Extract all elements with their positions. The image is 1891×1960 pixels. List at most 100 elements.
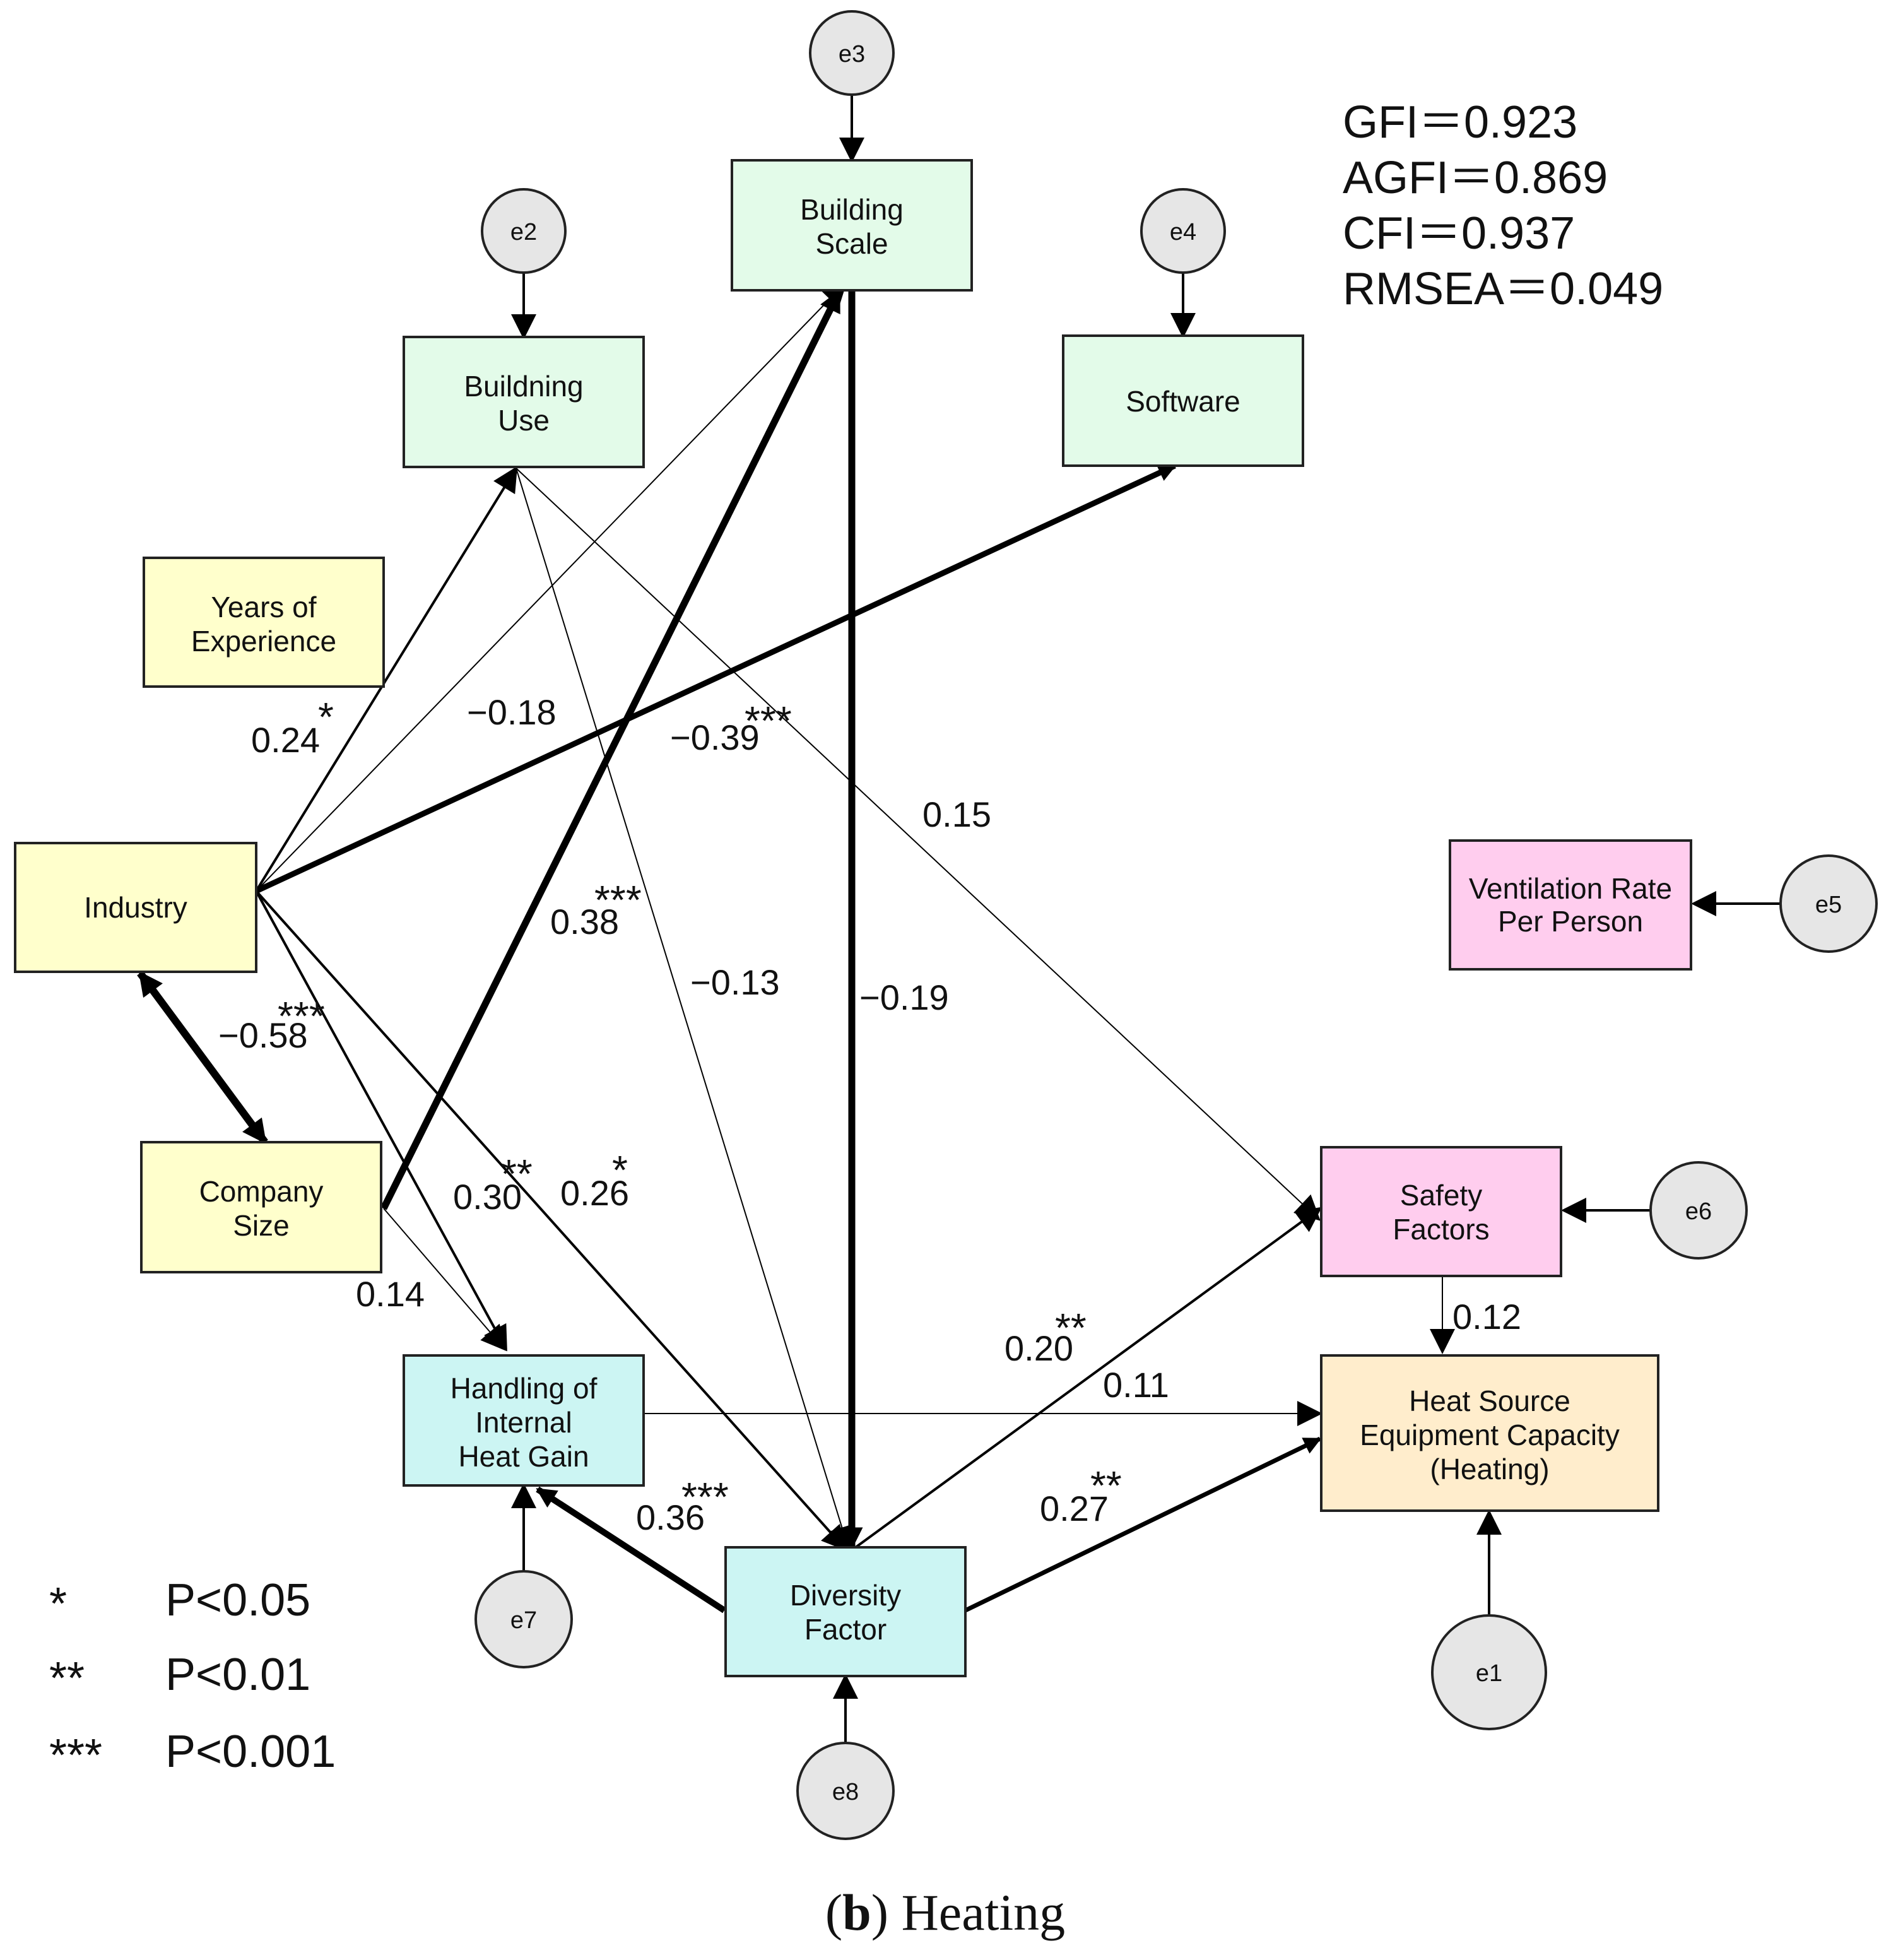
path-diversity-factor-to-heat-source xyxy=(964,1436,1322,1613)
coef-ind-use: 0.24 xyxy=(251,720,320,760)
coef-comp-hand: 0.14 xyxy=(356,1274,425,1314)
svg-text:Company: Company xyxy=(199,1175,324,1208)
stars-ind-hand: ** xyxy=(501,1151,533,1196)
svg-text:Factor: Factor xyxy=(804,1613,887,1646)
fit-gfi: GFI＝0.923 xyxy=(1343,97,1577,148)
path-industry-to-handling-heat-gain xyxy=(255,890,507,1352)
node-safety-factors: Safety Factors xyxy=(1320,1146,1562,1277)
caption-text: Heating xyxy=(902,1884,1066,1941)
coef-scale-div: −0.19 xyxy=(859,977,949,1017)
error-e8: e8 xyxy=(796,1742,895,1840)
node-label-line: Buildning xyxy=(464,370,583,403)
node-industry: Industry xyxy=(14,842,257,973)
node-diversity-factor: Diversity Factor xyxy=(724,1546,967,1677)
stars-div-heat: ** xyxy=(1090,1463,1122,1508)
path-industry-company-size-correlation xyxy=(137,971,268,1145)
error-label: e2 xyxy=(510,219,537,245)
coef-use-div: −0.13 xyxy=(690,962,780,1002)
node-label-line: Company xyxy=(199,1175,324,1208)
error-circle xyxy=(474,1570,573,1668)
svg-text:Software: Software xyxy=(1126,385,1240,418)
legend-text-3: P<0.001 xyxy=(165,1727,336,1777)
stars-ind-comp: *** xyxy=(278,993,325,1039)
error-label: e3 xyxy=(839,41,865,68)
svg-text:Industry: Industry xyxy=(84,891,187,924)
error-label: e5 xyxy=(1815,892,1842,918)
fit-agfi: AGFI＝0.869 xyxy=(1343,153,1608,203)
svg-text:Heat Gain: Heat Gain xyxy=(458,1440,589,1473)
node-building-scale: Building Scale xyxy=(731,159,973,292)
error-label: e1 xyxy=(1476,1660,1502,1687)
node-box xyxy=(1062,334,1304,467)
node-ventilation-rate: Ventilation Rate Per Person xyxy=(1449,839,1692,971)
significance-legend: * P<0.05 ** P<0.01 *** P<0.001 xyxy=(49,1575,336,1781)
svg-text:Equipment Capacity: Equipment Capacity xyxy=(1360,1419,1620,1451)
svg-text:Internal: Internal xyxy=(475,1406,572,1439)
coef-safety-heat: 0.12 xyxy=(1452,1297,1521,1337)
svg-text:Diversity: Diversity xyxy=(790,1579,901,1612)
svg-text:Per Person: Per Person xyxy=(1498,905,1643,938)
error-e7: e7 xyxy=(474,1570,573,1668)
stars-div-safety: ** xyxy=(1055,1305,1087,1350)
nodes: Building Scale Buildning Use Software Ye… xyxy=(14,159,1692,1677)
coef-ind-hand: 0.30 xyxy=(453,1177,522,1217)
node-label-line: Internal xyxy=(475,1406,572,1439)
node-label-line: (Heating) xyxy=(1430,1453,1549,1485)
legend-text-2: P<0.01 xyxy=(165,1650,310,1700)
coef-use-safety: 0.15 xyxy=(922,794,991,834)
svg-text:Building: Building xyxy=(800,193,904,226)
coef-comp-scale: 0.38 xyxy=(550,902,619,942)
error-label: e7 xyxy=(510,1607,537,1634)
path-industry-to-building-use xyxy=(255,466,518,892)
fit-rmsea: RMSEA＝0.049 xyxy=(1343,264,1663,314)
node-label-line: Scale xyxy=(815,227,888,260)
coef-div-hand: 0.36 xyxy=(636,1497,705,1537)
caption-letter: b xyxy=(842,1884,871,1941)
stars-div-hand: *** xyxy=(681,1474,729,1520)
stars-comp-scale: *** xyxy=(594,877,642,923)
node-box xyxy=(14,842,257,973)
coef-ind-div: 0.26 xyxy=(560,1173,629,1213)
node-label-line: Per Person xyxy=(1498,905,1643,938)
node-building-use: Buildning Use xyxy=(403,336,645,468)
node-label-line: Industry xyxy=(84,891,187,924)
svg-text:Safety: Safety xyxy=(1400,1179,1482,1212)
error-label: e6 xyxy=(1685,1198,1712,1225)
error-circle xyxy=(809,10,895,96)
error-circle xyxy=(1779,854,1878,953)
error-e1: e1 xyxy=(1431,1614,1547,1730)
coef-ind-soft: −0.39 xyxy=(670,717,760,757)
svg-text:Experience: Experience xyxy=(191,625,336,658)
path-building-use-to-diversity-factor xyxy=(515,468,854,1552)
svg-text:Use: Use xyxy=(498,404,550,437)
stars-ind-use: * xyxy=(318,694,334,740)
error-circle xyxy=(481,188,567,274)
node-label-line: Heat Source xyxy=(1409,1384,1570,1417)
error-label: e4 xyxy=(1170,219,1196,245)
path-diversity-factor-to-safety-factors xyxy=(852,1207,1323,1550)
path-coefficients: 0.24 * −0.18 −0.39 *** 0.15 0.38 *** −0.… xyxy=(218,692,1521,1537)
node-label-line: Handling of xyxy=(451,1372,598,1405)
error-circle xyxy=(796,1742,895,1840)
path-industry-to-diversity-factor xyxy=(255,890,847,1551)
node-years-of-experience: Years of Experience xyxy=(143,557,385,688)
node-box xyxy=(143,557,385,688)
legend-stars-1: * xyxy=(49,1579,67,1629)
error-circle xyxy=(1431,1614,1547,1730)
node-heat-source-capacity: Heat Source Equipment Capacity (Heating) xyxy=(1320,1354,1659,1512)
node-label-line: Diversity xyxy=(790,1579,901,1612)
error-circle xyxy=(1649,1161,1748,1260)
node-label-line: Building xyxy=(800,193,904,226)
figure-caption: (b) Heating xyxy=(825,1884,1065,1941)
stars-ind-div: * xyxy=(612,1147,628,1193)
node-box xyxy=(1320,1146,1562,1277)
node-box xyxy=(1449,839,1692,971)
node-box xyxy=(403,1354,645,1487)
legend-text-1: P<0.05 xyxy=(165,1575,310,1626)
node-label-line: Safety xyxy=(1400,1179,1482,1212)
error-e2: e2 xyxy=(481,188,567,274)
svg-text:(Heating): (Heating) xyxy=(1430,1453,1549,1485)
svg-text:Scale: Scale xyxy=(815,227,888,260)
error-e3: e3 xyxy=(809,10,895,96)
